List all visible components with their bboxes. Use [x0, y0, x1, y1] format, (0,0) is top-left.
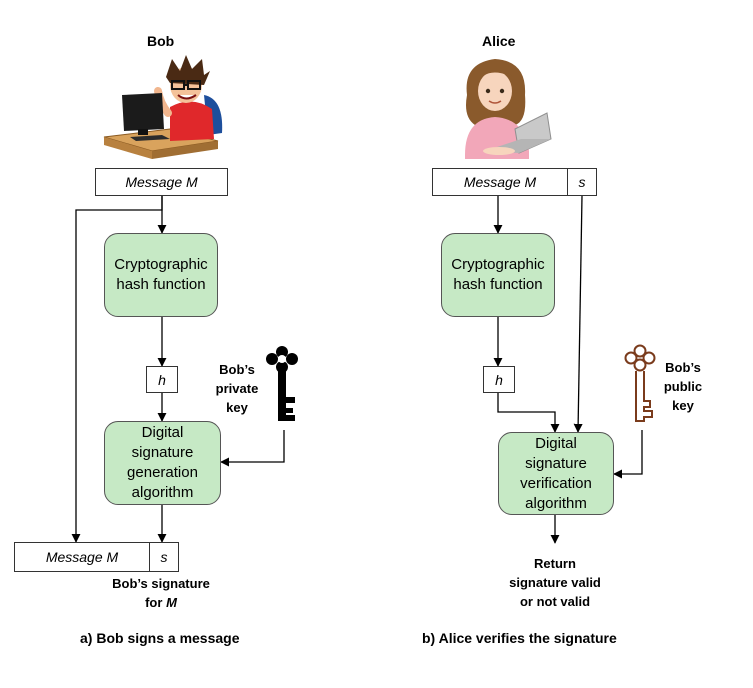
person-label-bob: Bob	[147, 33, 175, 49]
message-var: M	[186, 174, 198, 190]
message-box-bob: Message M	[95, 168, 228, 196]
signature-caption-var: M	[166, 595, 177, 610]
hash-value-box-bob: h	[146, 366, 178, 393]
arrow-privatekey-to-signgen	[220, 430, 285, 467]
person-label-alice: Alice	[482, 33, 516, 49]
private-key-label: Bob’s private key	[215, 362, 259, 415]
signature-caption-line1: Bob’s signature	[112, 576, 210, 591]
message-var-alice: M	[524, 174, 537, 190]
signature-caption-for: for	[145, 595, 163, 610]
signature-s-box: s	[149, 542, 179, 572]
hash-value-box-alice: h	[483, 366, 515, 393]
person-at-computer-icon	[103, 55, 223, 159]
caption-alice: b) Alice verifies the signature	[422, 630, 617, 646]
signature-s-box-alice: s	[567, 168, 597, 196]
signed-message-box: Message M	[14, 542, 149, 572]
verification-result-label: Return signature valid or not valid	[509, 556, 601, 609]
key-icon	[266, 346, 298, 421]
public-key-label: Bob’s public key	[663, 360, 703, 413]
hash-function-node-alice: Cryptographic hash function	[441, 233, 555, 317]
signed-message-var: M	[106, 549, 119, 565]
signature-caption: Bob’s signature for M	[96, 574, 226, 612]
key-outline-icon	[624, 344, 656, 422]
caption-bob: a) Bob signs a message	[80, 630, 240, 646]
arrow-s-to-verify	[573, 195, 583, 433]
signature-verification-node: Digital signature verification algorithm	[498, 432, 614, 515]
arrow-h-to-verify	[497, 393, 560, 433]
person-with-laptop-icon	[465, 59, 552, 159]
hash-function-node-bob: Cryptographic hash function	[104, 233, 218, 317]
message-text-alice: Message	[463, 174, 521, 190]
arrow-publickey-to-verify	[613, 430, 643, 479]
signature-generation-node: Digital signature generation algorithm	[104, 421, 221, 505]
arrow-message-to-output	[71, 196, 163, 543]
message-text: Message	[125, 174, 183, 190]
message-box-alice: Message M	[432, 168, 567, 196]
signed-message-text: Message	[45, 549, 103, 565]
